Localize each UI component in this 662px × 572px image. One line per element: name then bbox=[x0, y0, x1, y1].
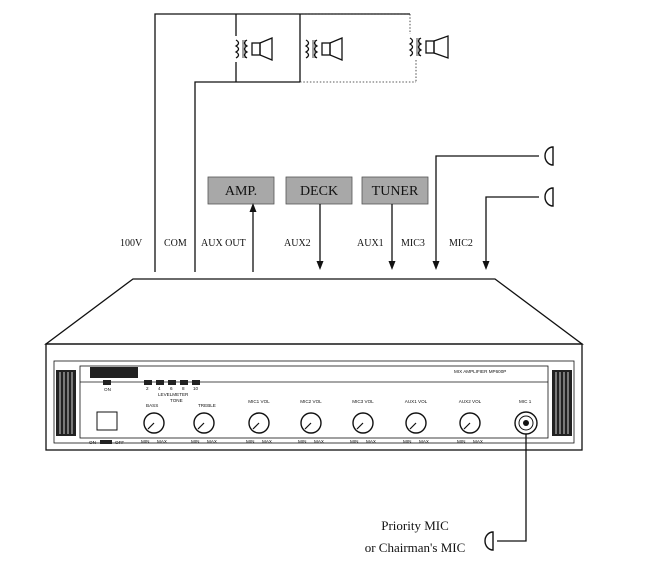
vent-left bbox=[56, 370, 76, 436]
meter-tick: 6 bbox=[170, 386, 173, 391]
knob-label: MIC2 VOL bbox=[300, 399, 322, 404]
source-label-tuner: TUNER bbox=[372, 184, 419, 199]
priority-mic-label-line2: or Chairman's MIC bbox=[365, 540, 466, 555]
volume-knob[interactable]: AUX1 VOL MIN MAX bbox=[403, 399, 429, 444]
source-box-deck: DECK bbox=[285, 176, 353, 205]
priority-mic: Priority MIC or Chairman's MIC bbox=[365, 434, 527, 555]
knob-min-label: MIN bbox=[298, 439, 306, 444]
bass-label: BASS bbox=[146, 403, 158, 408]
power-switch[interactable] bbox=[96, 411, 118, 431]
level-meter: 2 4 6 8 10 LEVELMETER bbox=[144, 380, 200, 397]
knob-min-label: MIN bbox=[191, 439, 199, 444]
knob-label: MIC3 VOL bbox=[352, 399, 374, 404]
source-box-tuner: TUNER bbox=[361, 176, 429, 205]
speaker-icon bbox=[304, 36, 348, 62]
knob-max-label: MAX bbox=[157, 439, 167, 444]
amplifier: MIX AMPLIFIER MP600P ON 2 4 6 8 10 LEVEL… bbox=[44, 278, 584, 451]
microphone-icon bbox=[544, 187, 554, 207]
levelmeter-label: LEVELMETER bbox=[158, 392, 189, 397]
source-label-amp: AMP. bbox=[225, 184, 257, 199]
knob-max-label: MAX bbox=[314, 439, 324, 444]
port-label-100v: 100V bbox=[120, 238, 143, 249]
port-label-aux2: AUX2 bbox=[284, 238, 311, 249]
on-indicator-label: ON bbox=[104, 387, 111, 392]
power-off-label: OFF bbox=[115, 440, 124, 445]
source-label-deck: DECK bbox=[300, 184, 338, 199]
speaker-icon bbox=[408, 34, 454, 60]
speaker-wiring bbox=[154, 13, 417, 272]
port-label-aux1: AUX1 bbox=[357, 238, 384, 249]
mic1-input-label: MIC 1 bbox=[519, 399, 532, 404]
power-on-label: ON bbox=[89, 440, 96, 445]
knob-min-label: MIN bbox=[350, 439, 358, 444]
meter-tick: 2 bbox=[146, 386, 149, 391]
treble-label: TREBLE bbox=[198, 403, 216, 408]
port-labels: 100V COM AUX OUT AUX2 AUX1 MIC3 MIC2 bbox=[120, 238, 473, 249]
meter-tick: 10 bbox=[193, 386, 199, 391]
source-box-amp: AMP. bbox=[207, 176, 275, 205]
vent-right bbox=[552, 370, 572, 436]
knob-min-label: MIN bbox=[141, 439, 149, 444]
on-indicator bbox=[103, 380, 111, 385]
volume-knob[interactable]: MIN MAX bbox=[191, 412, 217, 444]
port-label-aux-out: AUX OUT bbox=[201, 238, 246, 249]
volume-knob[interactable]: AUX2 VOL MIN MAX bbox=[457, 399, 483, 444]
microphone-icon bbox=[544, 146, 554, 166]
meter-tick: 8 bbox=[182, 386, 185, 391]
knob-label: AUX1 VOL bbox=[405, 399, 428, 404]
knob-max-label: MAX bbox=[366, 439, 376, 444]
port-label-mic2: MIC2 bbox=[449, 238, 473, 249]
volume-knob[interactable]: MIC1 VOL MIN MAX bbox=[246, 399, 272, 444]
knob-label: AUX2 VOL bbox=[459, 399, 482, 404]
meter-tick: 4 bbox=[158, 386, 161, 391]
knob-max-label: MAX bbox=[473, 439, 483, 444]
knob-group: MIN MAX MIN MAX MIC1 VOL MIN MAX MIC2 VOL MIN MAX… bbox=[141, 399, 483, 444]
knob-max-label: MAX bbox=[207, 439, 217, 444]
port-label-com: COM bbox=[164, 238, 187, 249]
volume-knob[interactable]: MIC2 VOL MIN MAX bbox=[298, 399, 324, 444]
model-label: MIX AMPLIFIER MP600P bbox=[454, 369, 506, 374]
tone-label: TONE bbox=[170, 398, 183, 403]
port-label-mic3: MIC3 bbox=[401, 238, 425, 249]
knob-min-label: MIN bbox=[246, 439, 254, 444]
knob-label: MIC1 VOL bbox=[248, 399, 270, 404]
knob-min-label: MIN bbox=[457, 439, 465, 444]
knob-max-label: MAX bbox=[419, 439, 429, 444]
brand-logo bbox=[90, 367, 138, 378]
mic1-jack[interactable]: MIC 1 bbox=[514, 399, 538, 435]
speaker-icon bbox=[234, 36, 278, 62]
volume-knob[interactable]: MIN MAX bbox=[141, 412, 167, 444]
priority-mic-label-line1: Priority MIC bbox=[381, 518, 449, 533]
volume-knob[interactable]: MIC3 VOL MIN MAX bbox=[350, 399, 376, 444]
signal-lines bbox=[249, 155, 539, 272]
knob-max-label: MAX bbox=[262, 439, 272, 444]
knob-min-label: MIN bbox=[403, 439, 411, 444]
